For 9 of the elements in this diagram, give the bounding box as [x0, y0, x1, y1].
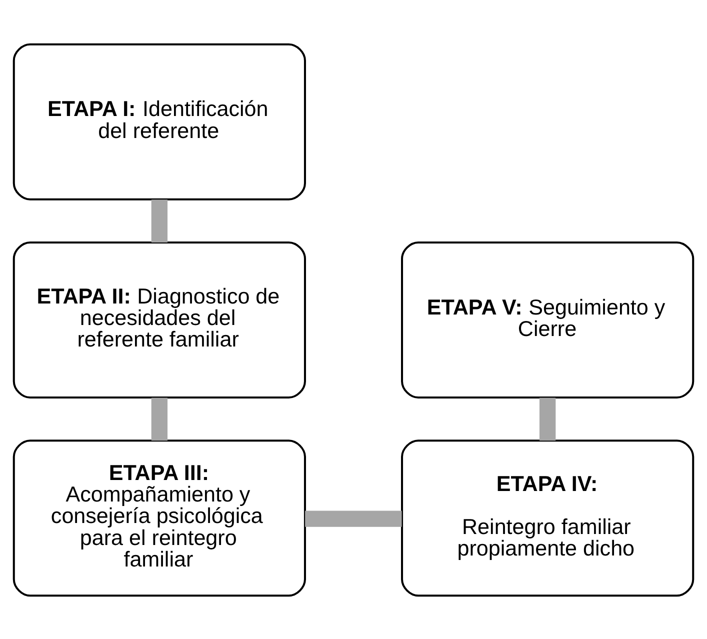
connector [151, 199, 168, 242]
connector [151, 397, 168, 440]
node-box: ETAPA III: Acompañamiento y consejería psicológica para el reintegro familiar [12, 439, 306, 596]
node-box: ETAPA I: Identificación del referente [12, 42, 306, 200]
node-box: ETAPA IV: Reintegro familiar propiamente dicho [401, 439, 694, 596]
connector [305, 510, 402, 526]
connector [539, 397, 556, 440]
node-box: ETAPA V: Seguimiento y Cierre [401, 241, 694, 398]
node-box: ETAPA II: Diagnostico de necesidades del referente familiar [12, 241, 306, 398]
